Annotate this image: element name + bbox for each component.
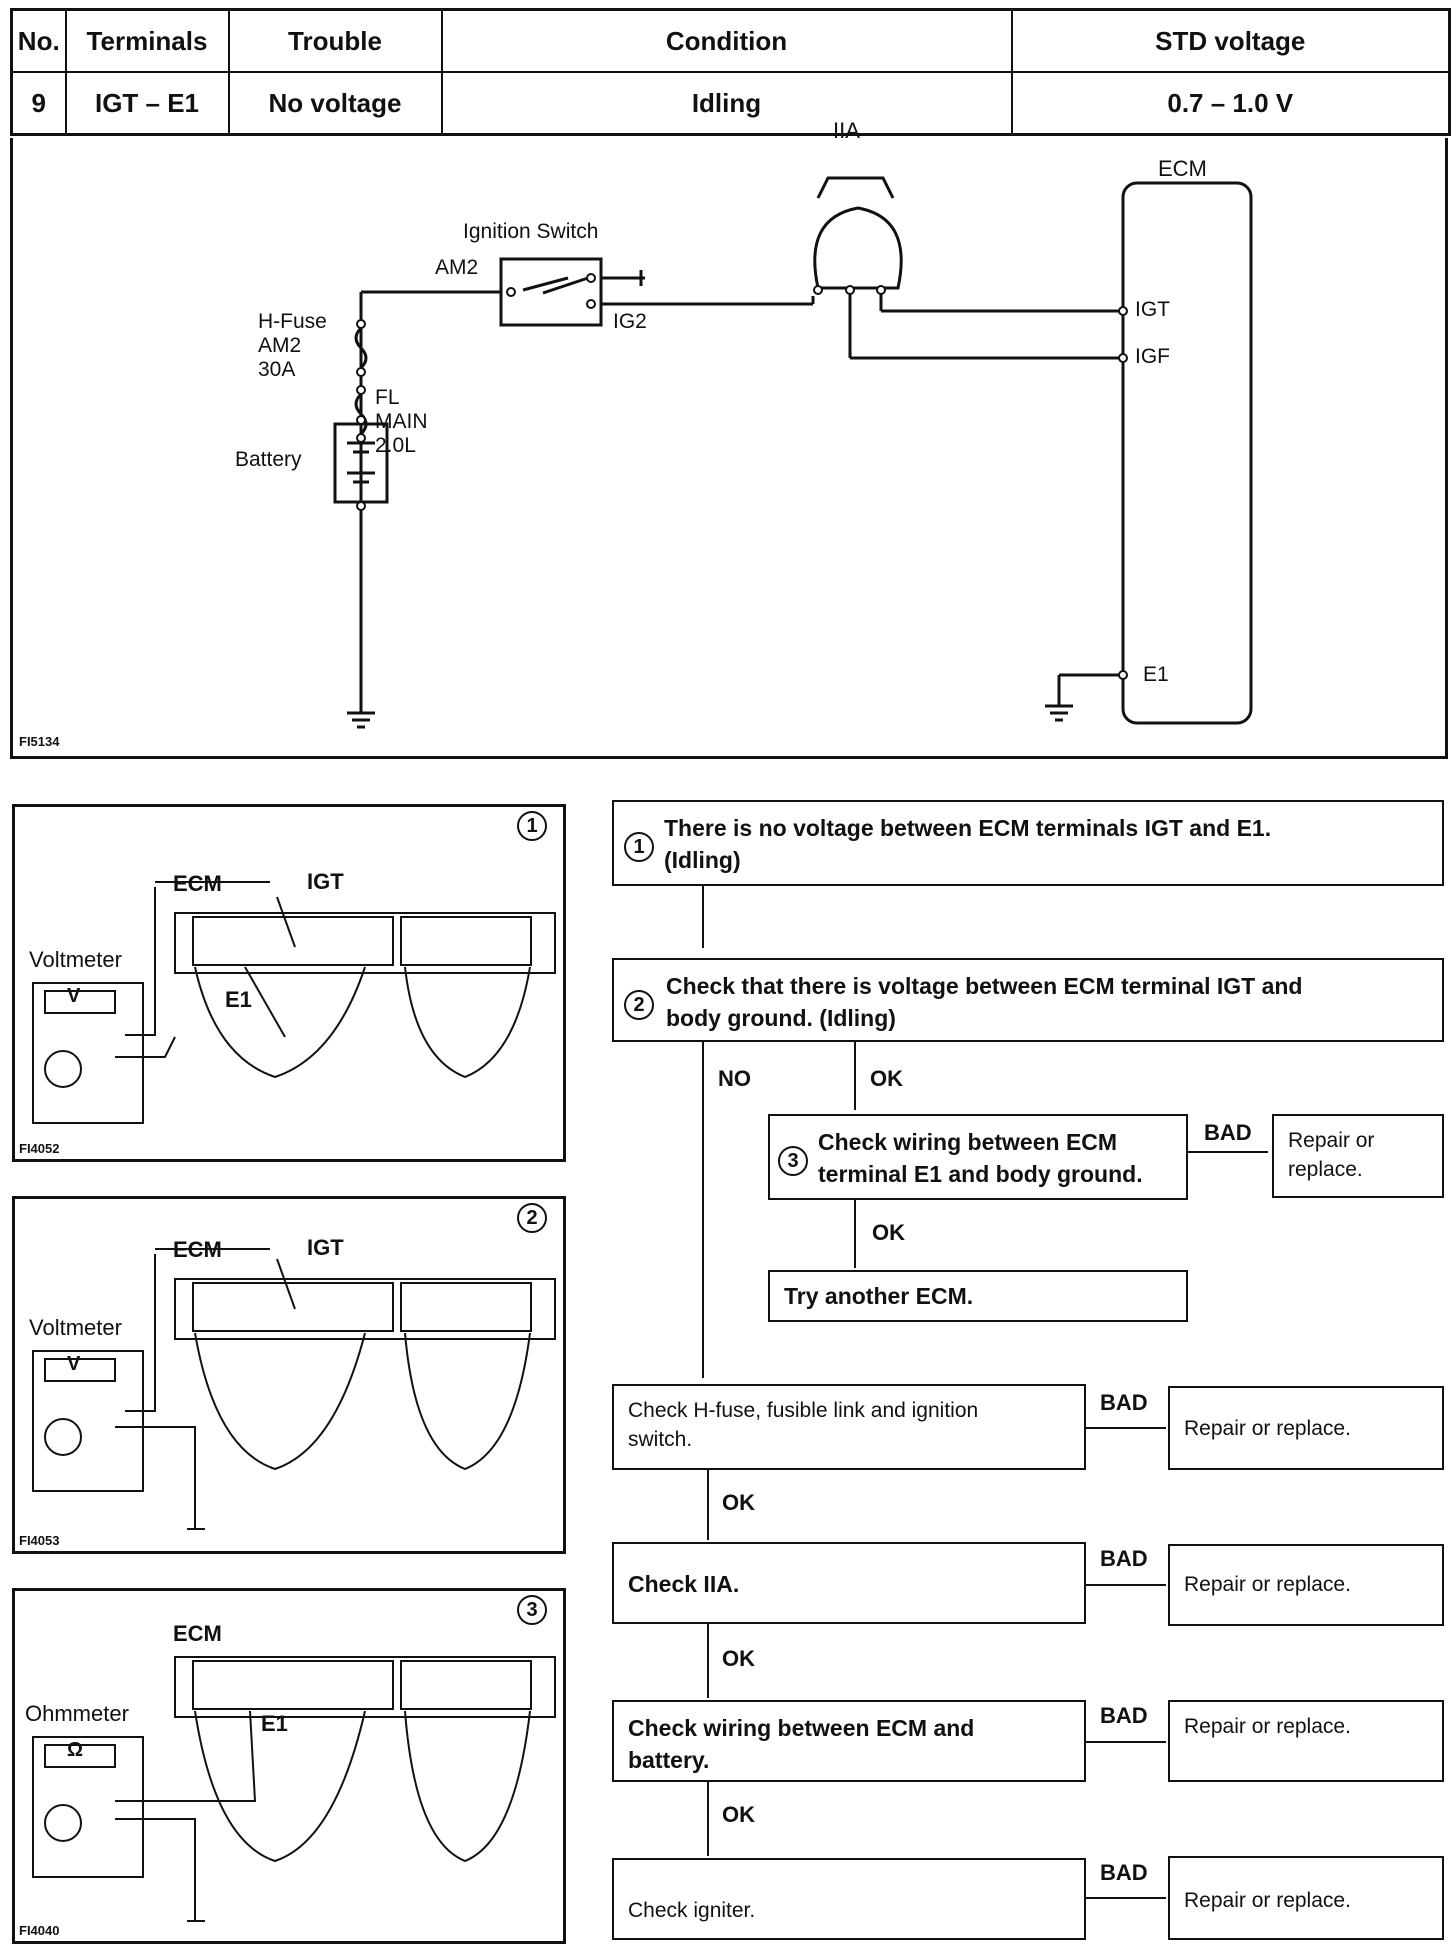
terminal-e1-label: E1 bbox=[261, 1711, 288, 1736]
igf-label: IGF bbox=[1135, 345, 1170, 368]
step-number: 3 bbox=[778, 1146, 808, 1176]
illustration-1: 1 ECM IGT E1 Voltmeter V FI4052 bbox=[12, 804, 566, 1162]
figure-code: FI5134 bbox=[19, 734, 60, 749]
header-condition: Condition bbox=[440, 8, 1013, 73]
cell-condition: Idling bbox=[440, 71, 1013, 136]
fl-label: FL MAIN 2.0L bbox=[375, 386, 428, 457]
figure-code: FI4052 bbox=[19, 1141, 60, 1156]
ecm-connector-drawing bbox=[32, 881, 556, 1124]
circuit-diagram-panel: IIA ECM Ignition Switch AM2 IG2 H-Fuse A… bbox=[10, 118, 1448, 759]
bad-label: BAD bbox=[1100, 1546, 1148, 1571]
ok-label: OK bbox=[722, 1646, 755, 1671]
cell-no: 9 bbox=[10, 71, 67, 136]
voltmeter-label: Voltmeter bbox=[29, 1315, 122, 1340]
step-number: 3 bbox=[517, 1595, 547, 1625]
ecm-label: ECM bbox=[1158, 156, 1207, 181]
ohmmeter-label: Ohmmeter bbox=[25, 1701, 129, 1726]
ecm-label: ECM bbox=[173, 871, 222, 896]
flow-repair-1: Repair or replace. bbox=[1168, 1386, 1444, 1470]
flow-check-igniter: Check igniter. bbox=[612, 1858, 1086, 1940]
header-std-voltage: STD voltage bbox=[1010, 8, 1451, 73]
cell-trouble: No voltage bbox=[227, 71, 443, 136]
flow-step-3: 3 Check wiring between ECM terminal E1 a… bbox=[768, 1114, 1188, 1200]
flow-repair-3: Repair or replace. bbox=[1168, 1700, 1444, 1782]
igt-label: IGT bbox=[1135, 298, 1170, 321]
figure-code: FI4040 bbox=[19, 1923, 60, 1938]
terminal-igt-label: IGT bbox=[307, 1235, 344, 1260]
meter-symbol: V bbox=[67, 985, 81, 1007]
ok-label: OK bbox=[870, 1066, 903, 1091]
am2-label: AM2 bbox=[435, 256, 479, 279]
header-trouble: Trouble bbox=[227, 8, 443, 73]
ig2-label: IG2 bbox=[613, 310, 647, 333]
bad-label: BAD bbox=[1204, 1120, 1252, 1145]
illustration-2: 2 ECM IGT Voltmeter V FI4053 bbox=[12, 1196, 566, 1554]
table-header-row: No. Terminals Trouble Condition STD volt… bbox=[10, 8, 1451, 73]
bad-label: BAD bbox=[1100, 1703, 1148, 1728]
flow-repair-short: Repair or replace. bbox=[1272, 1114, 1444, 1198]
step-number: 1 bbox=[517, 811, 547, 841]
flow-step-2: 2 Check that there is voltage between EC… bbox=[612, 958, 1444, 1042]
ecm-connector-drawing bbox=[32, 1248, 556, 1530]
ok-label: OK bbox=[872, 1220, 905, 1245]
flow-check-wiring: Check wiring between ECM and battery. bbox=[612, 1700, 1086, 1782]
no-label: NO bbox=[718, 1066, 751, 1091]
ecm-connector-drawing bbox=[32, 1656, 556, 1922]
spec-table: No. Terminals Trouble Condition STD volt… bbox=[10, 8, 1451, 136]
flow-check-hfuse: Check H-fuse, fusible link and ignition … bbox=[612, 1384, 1086, 1470]
header-terminals: Terminals bbox=[64, 8, 230, 73]
e1-label: E1 bbox=[1143, 663, 1169, 686]
bad-label: BAD bbox=[1100, 1860, 1148, 1885]
figure-code: FI4053 bbox=[19, 1533, 60, 1548]
step-number: 2 bbox=[624, 990, 654, 1020]
ignition-switch-label: Ignition Switch bbox=[463, 220, 599, 243]
step-number: 1 bbox=[624, 832, 654, 862]
flow-try-ecm: Try another ECM. bbox=[768, 1270, 1188, 1322]
terminal-e1-label: E1 bbox=[225, 987, 252, 1012]
hfuse-label: H-Fuse AM2 30A bbox=[258, 310, 327, 381]
bad-label: BAD bbox=[1100, 1390, 1148, 1415]
flow-repair-2: Repair or replace. bbox=[1168, 1544, 1444, 1626]
cell-terminals: IGT – E1 bbox=[64, 71, 230, 136]
voltmeter-label: Voltmeter bbox=[29, 947, 122, 972]
cell-std-voltage: 0.7 – 1.0 V bbox=[1010, 71, 1451, 136]
terminal-igt-label: IGT bbox=[307, 869, 344, 894]
ecm-label: ECM bbox=[173, 1621, 222, 1646]
battery-label: Battery bbox=[235, 448, 302, 471]
table-row: 9 IGT – E1 No voltage Idling 0.7 – 1.0 V bbox=[10, 71, 1451, 136]
flow-repair-4: Repair or replace. bbox=[1168, 1856, 1444, 1940]
meter-symbol: V bbox=[67, 1353, 81, 1375]
header-no: No. bbox=[10, 8, 67, 73]
flow-check-iia: Check IIA. bbox=[612, 1542, 1086, 1624]
ok-label: OK bbox=[722, 1490, 755, 1515]
illustration-3: 3 ECM E1 Ohmmeter Ω FI4040 bbox=[12, 1588, 566, 1944]
circuit-diagram bbox=[333, 176, 1253, 729]
ok-label: OK bbox=[722, 1802, 755, 1827]
meter-symbol: Ω bbox=[67, 1739, 84, 1761]
flow-step-1: 1 There is no voltage between ECM termin… bbox=[612, 800, 1444, 886]
step-number: 2 bbox=[517, 1203, 547, 1233]
iia-label: IIA bbox=[833, 118, 860, 143]
